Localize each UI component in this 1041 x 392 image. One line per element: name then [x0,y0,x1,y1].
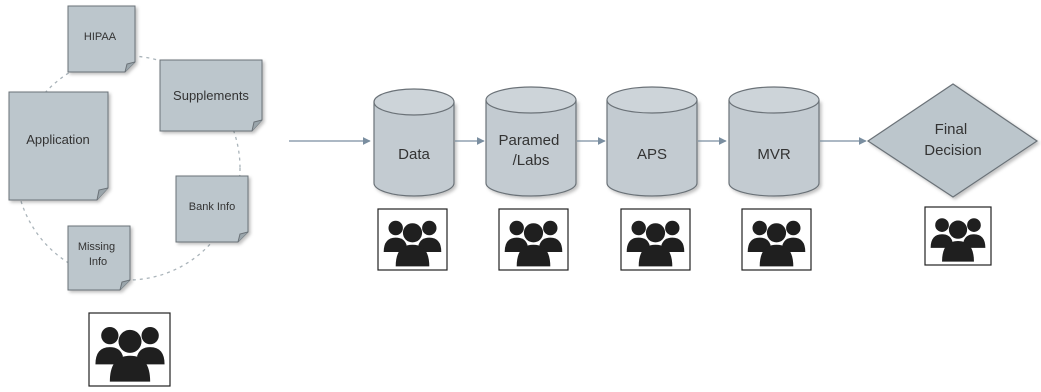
missing-info-line-2: Info [89,256,107,268]
data-team-icon [377,208,448,271]
final-decision-label: Final Decision [924,121,982,159]
final-decision-line-1: Final [935,121,968,138]
final-decision-line-2: Decision [924,142,982,159]
document-missing-info-label: Missing Info [78,241,118,268]
stage-aps-label: APS [637,146,667,163]
document-missing-info: Missing Info [67,225,131,291]
stage-paramed-labs: Paramed /Labs [485,86,577,197]
stage-data: Data [373,88,455,197]
stage-data-label: Data [398,146,430,163]
document-bank-info-label: Bank Info [189,201,235,213]
document-bank-info: Bank Info [175,175,249,243]
paramed-team-icon [498,208,569,271]
document-application: Application [8,91,109,201]
document-hipaa-label: HIPAA [84,31,117,43]
document-supplements-label: Supplements [173,88,249,103]
document-supplements: Supplements [159,59,263,132]
mvr-team-icon [741,208,812,271]
decision-team-icon [924,206,992,266]
document-hipaa: HIPAA [67,5,136,73]
missing-info-line-1: Missing [78,241,115,253]
stage-mvr-label: MVR [757,146,791,163]
paramed-line-1: Paramed [498,132,559,149]
stage-paramed-labs-label: Paramed /Labs [498,132,563,169]
applicant-group-icon [88,312,171,387]
stage-aps: APS [606,86,698,197]
aps-team-icon [620,208,691,271]
paramed-line-2: /Labs [513,152,550,169]
stage-mvr: MVR [728,86,820,197]
document-application-label: Application [26,132,90,147]
final-decision-diamond: Final Decision [866,83,1039,198]
